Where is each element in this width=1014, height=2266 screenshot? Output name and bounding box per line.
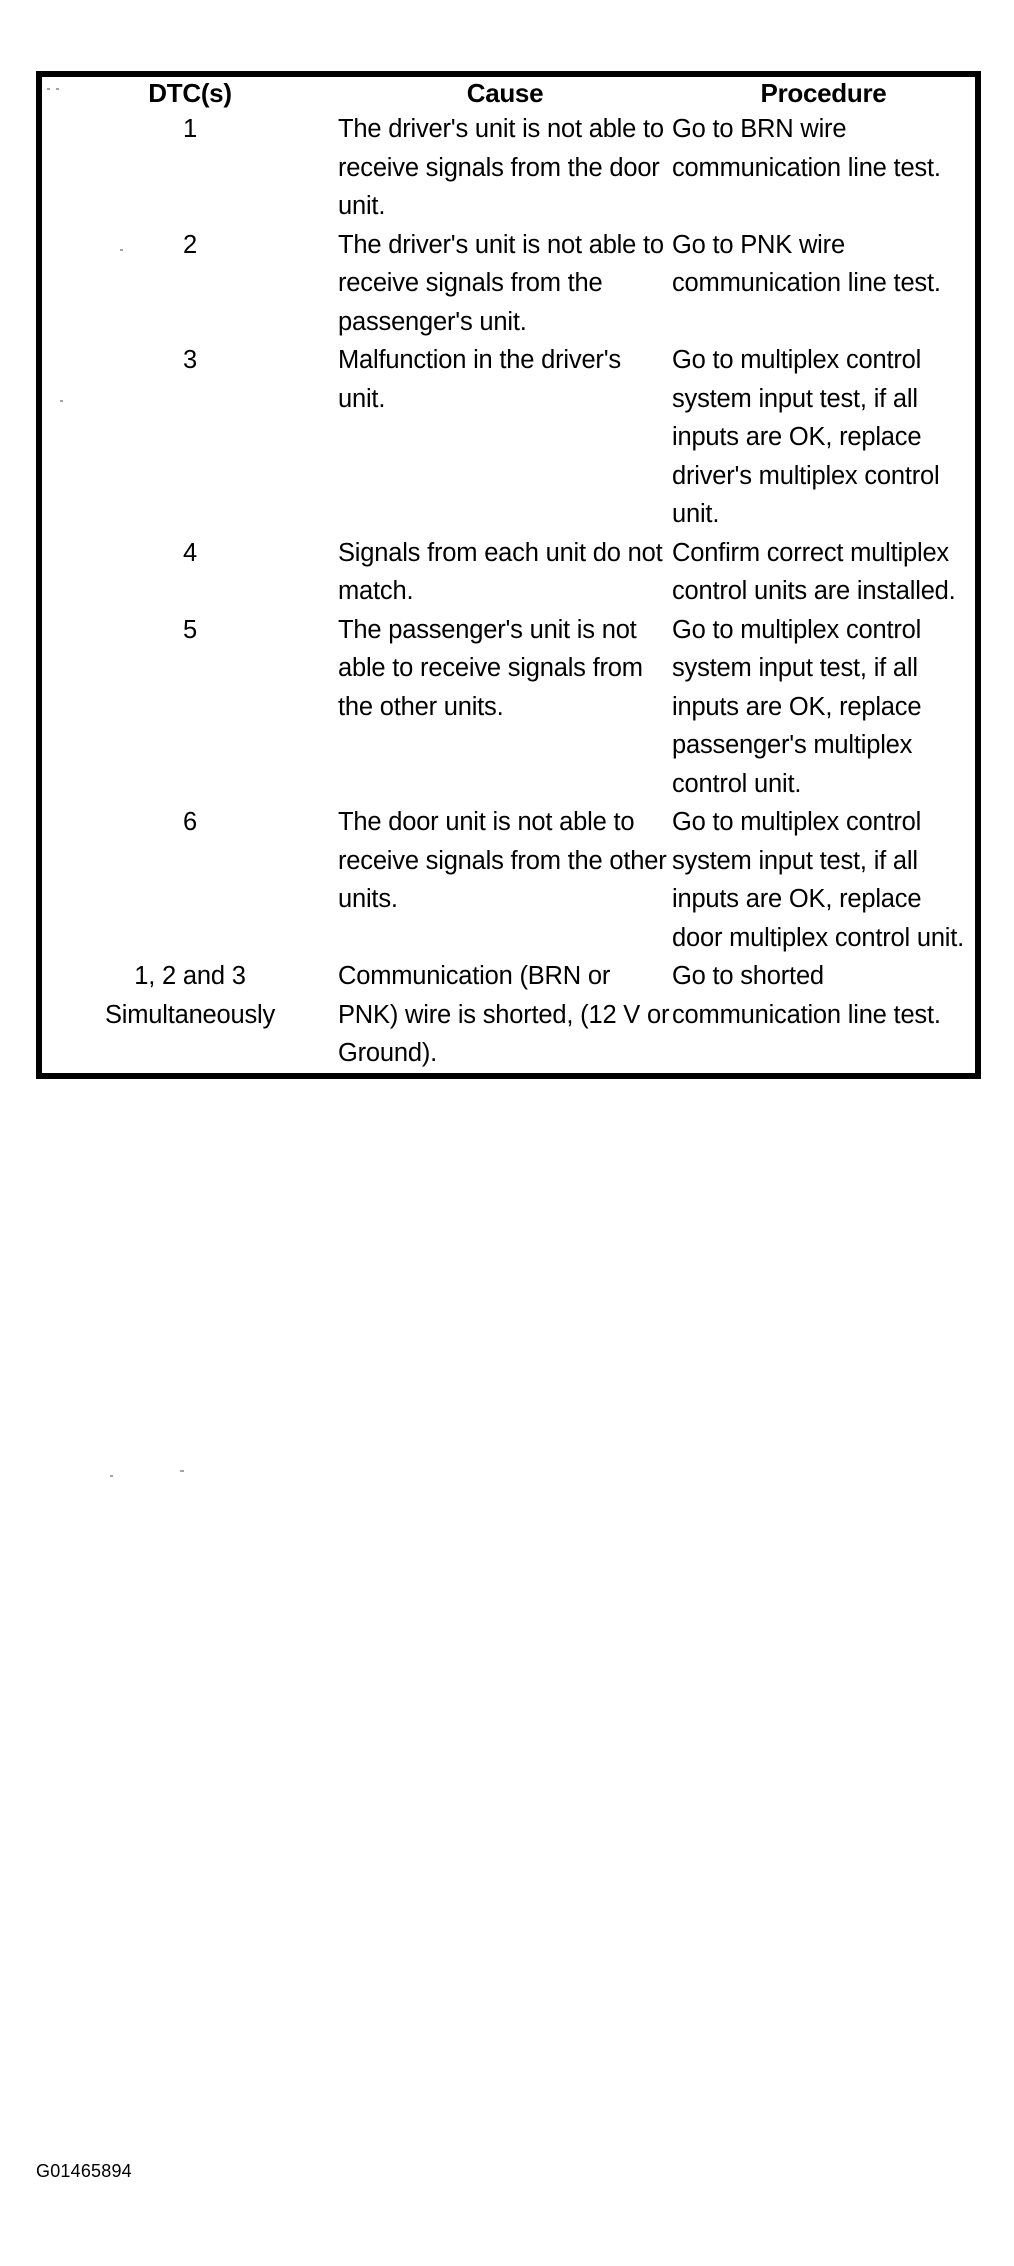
cell-dtc: 2 [183, 230, 197, 259]
cell-dtc: 3 [183, 346, 197, 374]
cell-dtc: 4 [183, 538, 197, 567]
cell-cause: The driver's unit is not able to receive… [338, 115, 664, 220]
cell-cause: The door unit is not able to receive sig… [338, 808, 667, 913]
cell-cause: The passenger's unit is not able to rece… [338, 615, 643, 721]
table-header: DTC(s) Cause Procedure [39, 74, 978, 110]
cell-procedure: Go to multiplex control system input tes… [672, 615, 922, 798]
table-row: 2 The driver's unit is not able to recei… [39, 226, 978, 342]
column-header-dtc: DTC(s) [148, 78, 232, 108]
scan-speckle [47, 88, 50, 90]
table-header-row: DTC(s) Cause Procedure [39, 74, 978, 110]
cell-cause: Signals from each unit do not match. [338, 538, 663, 606]
table-row: 4 Signals from each unit do not match. C… [39, 534, 978, 611]
table-row: 6 The door unit is not able to receive s… [39, 803, 978, 957]
cell-dtc: 5 [183, 615, 197, 644]
scan-speckle [120, 249, 123, 251]
table-row: 1 The driver's unit is not able to recei… [39, 110, 978, 226]
column-header-cause: Cause [466, 78, 544, 108]
column-header-procedure: Procedure [760, 78, 887, 108]
cell-cause: Malfunction in the driver's unit. [338, 346, 621, 413]
cell-cause: The driver's unit is not able to receive… [338, 230, 664, 336]
cell-dtc: 1 [183, 115, 197, 143]
scan-speckle [60, 400, 63, 402]
table-row: 3 Malfunction in the driver's unit. Go t… [39, 341, 978, 534]
cell-procedure: Go to PNK wire communication line test. [672, 230, 941, 298]
cell-procedure: Confirm correct multiplex control units … [672, 538, 956, 606]
cell-dtc: 6 [183, 808, 197, 836]
dtc-cause-procedure-table: DTC(s) Cause Procedure 1 The driver's un… [36, 71, 981, 1079]
scan-speckle [110, 1475, 113, 1477]
cell-procedure: Go to multiplex control system input tes… [672, 346, 940, 528]
scan-speckle [56, 88, 59, 90]
cell-cause: Communication (BRN or PNK) wire is short… [338, 962, 670, 1067]
table-row: 5 The passenger's unit is not able to re… [39, 611, 978, 804]
table-row: 1, 2 and 3 Simultaneously Communication … [39, 957, 978, 1076]
figure-id-label: G01465894 [36, 2161, 132, 2181]
cell-procedure: Go to multiplex control system input tes… [672, 808, 965, 952]
scan-speckle [180, 1470, 184, 1472]
cell-procedure: Go to BRN wire communication line test. [672, 115, 941, 182]
table-body: 1 The driver's unit is not able to recei… [39, 110, 978, 1076]
cell-dtc: 1, 2 and 3 Simultaneously [104, 962, 276, 1029]
cell-procedure: Go to shorted communication line test. [672, 962, 941, 1029]
